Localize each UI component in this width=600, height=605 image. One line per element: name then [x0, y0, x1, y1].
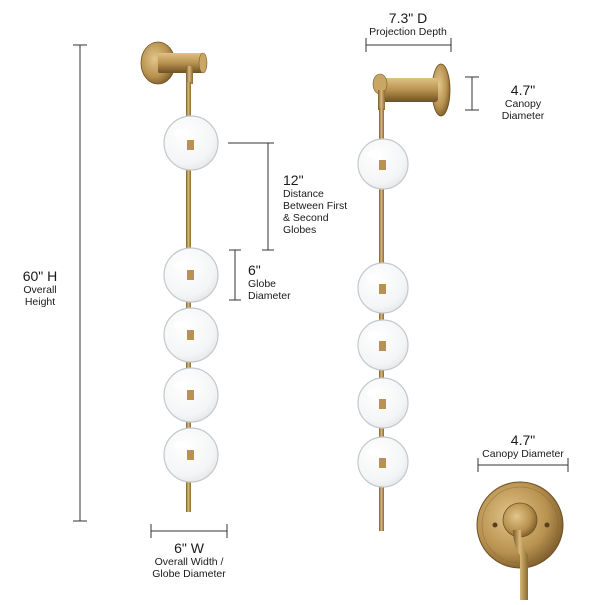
canopy-front-text: Canopy Diameter	[482, 448, 564, 461]
canopy-front-value: 4.7"	[510, 432, 536, 448]
front-view-sconce	[140, 41, 219, 512]
globe-diameter-value: 6"	[248, 262, 261, 278]
side-globe	[357, 319, 409, 371]
side-globe	[357, 377, 409, 429]
side-arm	[380, 78, 438, 102]
overall-height-text-2: Height	[24, 296, 56, 309]
overall-height-text-1: Overall	[23, 284, 57, 297]
canopy-side-text-2: Diameter	[501, 110, 545, 123]
canopy-side-label: 4.7" Canopy Diameter	[488, 82, 558, 122]
front-globe	[163, 307, 219, 363]
front-arm	[158, 53, 204, 73]
canopy-arm-bend	[513, 530, 528, 600]
globe-spacing-text-1: Distance	[283, 188, 324, 201]
globe-diameter-label: 6" Globe Diameter	[248, 262, 318, 302]
front-globe	[163, 115, 219, 171]
globe-diameter-text-1: Globe	[248, 278, 277, 291]
canopy-front-label: 4.7" Canopy Diameter	[468, 432, 578, 460]
side-view-sconce	[357, 63, 451, 531]
globe-diameter-text-2: Diameter	[248, 290, 291, 303]
canopy-screw	[492, 522, 498, 528]
globe-spacing-value: 12"	[283, 172, 304, 188]
overall-height-label: 60" H Overall Height	[10, 268, 70, 308]
side-globe	[357, 436, 409, 488]
projection-depth-label: 7.3" D Projection Depth	[348, 10, 468, 38]
overall-width-value: 6" W	[174, 540, 204, 556]
globe-spacing-text-2: Between First	[283, 200, 348, 213]
front-globe	[163, 247, 219, 303]
dimension-lines	[73, 38, 569, 538]
globe-spacing-text-4: Globes	[283, 224, 317, 237]
canopy-detail-view	[476, 481, 564, 600]
overall-width-label: 6" W Overall Width / Globe Diameter	[129, 540, 249, 580]
overall-width-text-1: Overall Width /	[154, 556, 224, 569]
overall-width-text-2: Globe Diameter	[152, 568, 226, 581]
side-globe	[357, 138, 409, 190]
side-globe	[357, 262, 409, 314]
projection-depth-text: Projection Depth	[369, 26, 447, 39]
globe-spacing-text-3: & Second	[283, 212, 329, 225]
canopy-screw	[544, 522, 550, 528]
overall-height-value: 60" H	[22, 268, 58, 284]
projection-depth-value: 7.3" D	[388, 10, 428, 26]
front-globe	[163, 427, 219, 483]
canopy-side-value: 4.7"	[510, 82, 536, 98]
canopy-side-text-1: Canopy	[504, 98, 542, 111]
front-globe	[163, 367, 219, 423]
globe-spacing-label: 12" Distance Between First & Second Glob…	[283, 172, 373, 236]
